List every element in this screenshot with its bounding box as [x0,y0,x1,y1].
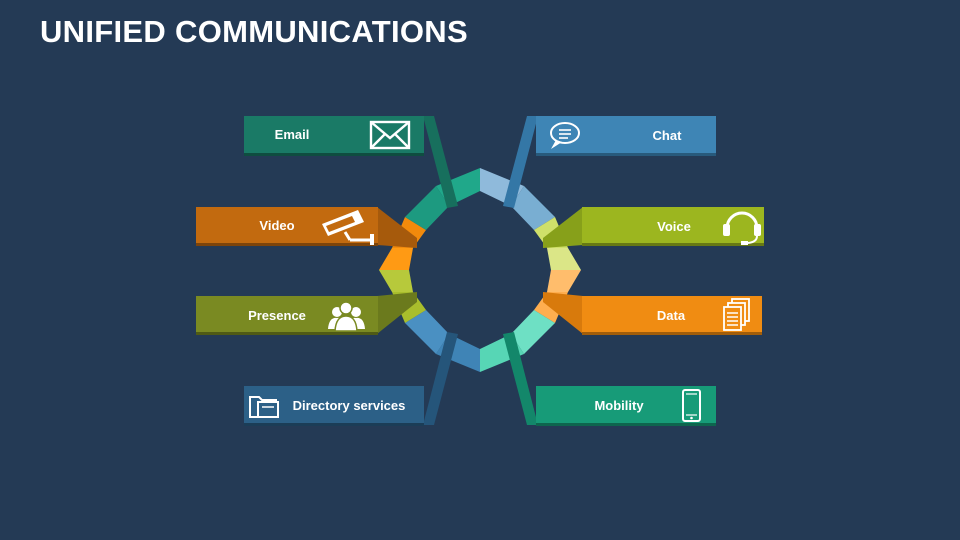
presence-label: Presence [248,308,306,323]
documents-icon [723,298,750,331]
connector-presence [377,292,417,334]
data-label: Data [657,308,686,323]
video-label: Video [259,218,294,233]
email-box-shadow [244,153,424,156]
ring-segment-directory-2 [405,310,449,354]
connector-email [423,116,458,208]
voice-label: Voice [657,219,691,234]
connector-mobility [503,332,538,425]
mobility-label: Mobility [594,398,644,413]
presence-box-shadow [196,332,378,335]
ring-segment-mobility [511,310,555,354]
folder-icon [249,396,279,418]
chat-box-shadow [536,153,716,156]
connectors [377,116,583,425]
central-ring [379,168,581,372]
user-group-icon [328,301,365,332]
connector-video [377,207,417,248]
video-box-shadow [196,243,378,246]
smartphone-icon [682,389,701,422]
ring-segment-presence-2 [379,270,413,292]
page-title: UNIFIED COMMUNICATIONS [40,14,468,49]
connector-voice [543,207,583,248]
envelope-icon [369,120,411,150]
email-label: Email [275,127,310,142]
chat-box [536,116,716,155]
security-camera-icon [322,210,374,245]
mobility-box [536,386,716,425]
mobility-box-shadow [536,423,716,426]
ring-segment-chat-2 [511,186,555,230]
directory-services-box-shadow [244,423,424,426]
chat-bubble-icon [550,122,580,149]
headset-icon [723,211,761,245]
ring-segment-email-2 [405,186,449,230]
voice-box [582,207,764,245]
data-box-shadow [582,332,762,335]
ring-segment-video [379,248,413,270]
ring-segment-voice-2 [547,248,581,270]
directory-services-label: Directory services [293,398,406,413]
ring-segment-data [547,270,581,292]
chat-label: Chat [653,128,683,143]
connector-data [543,292,583,334]
label-boxes: Email Chat Video [196,116,764,426]
connector-chat [503,116,538,208]
voice-box-shadow [582,243,764,246]
connector-directory [423,332,458,425]
